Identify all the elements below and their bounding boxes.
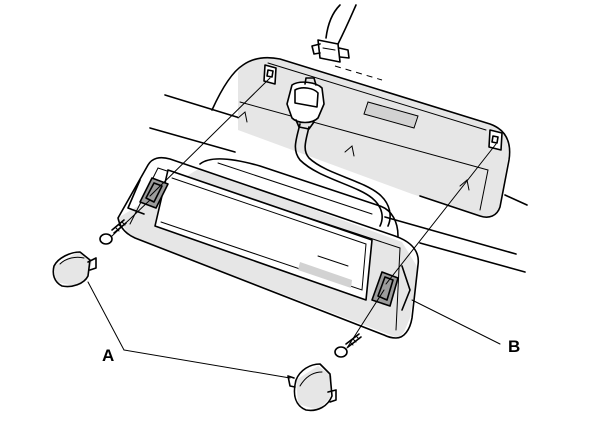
left-screw-cap [52, 251, 97, 288]
callout-b-label: B [508, 337, 520, 356]
callout-a: A [87, 281, 291, 379]
right-screw-cap [287, 363, 337, 412]
brake-light-lens [154, 169, 373, 301]
callout-a-label: A [102, 346, 114, 365]
bulb-socket-connector [286, 77, 325, 130]
callout-b: B [411, 299, 520, 356]
right-screw [334, 333, 362, 358]
left-screw [99, 219, 127, 245]
wire-harness [294, 4, 391, 227]
upper-harness-connector [311, 39, 350, 63]
body-panel-lines [149, 94, 528, 273]
right-mounting-tab [371, 265, 411, 311]
